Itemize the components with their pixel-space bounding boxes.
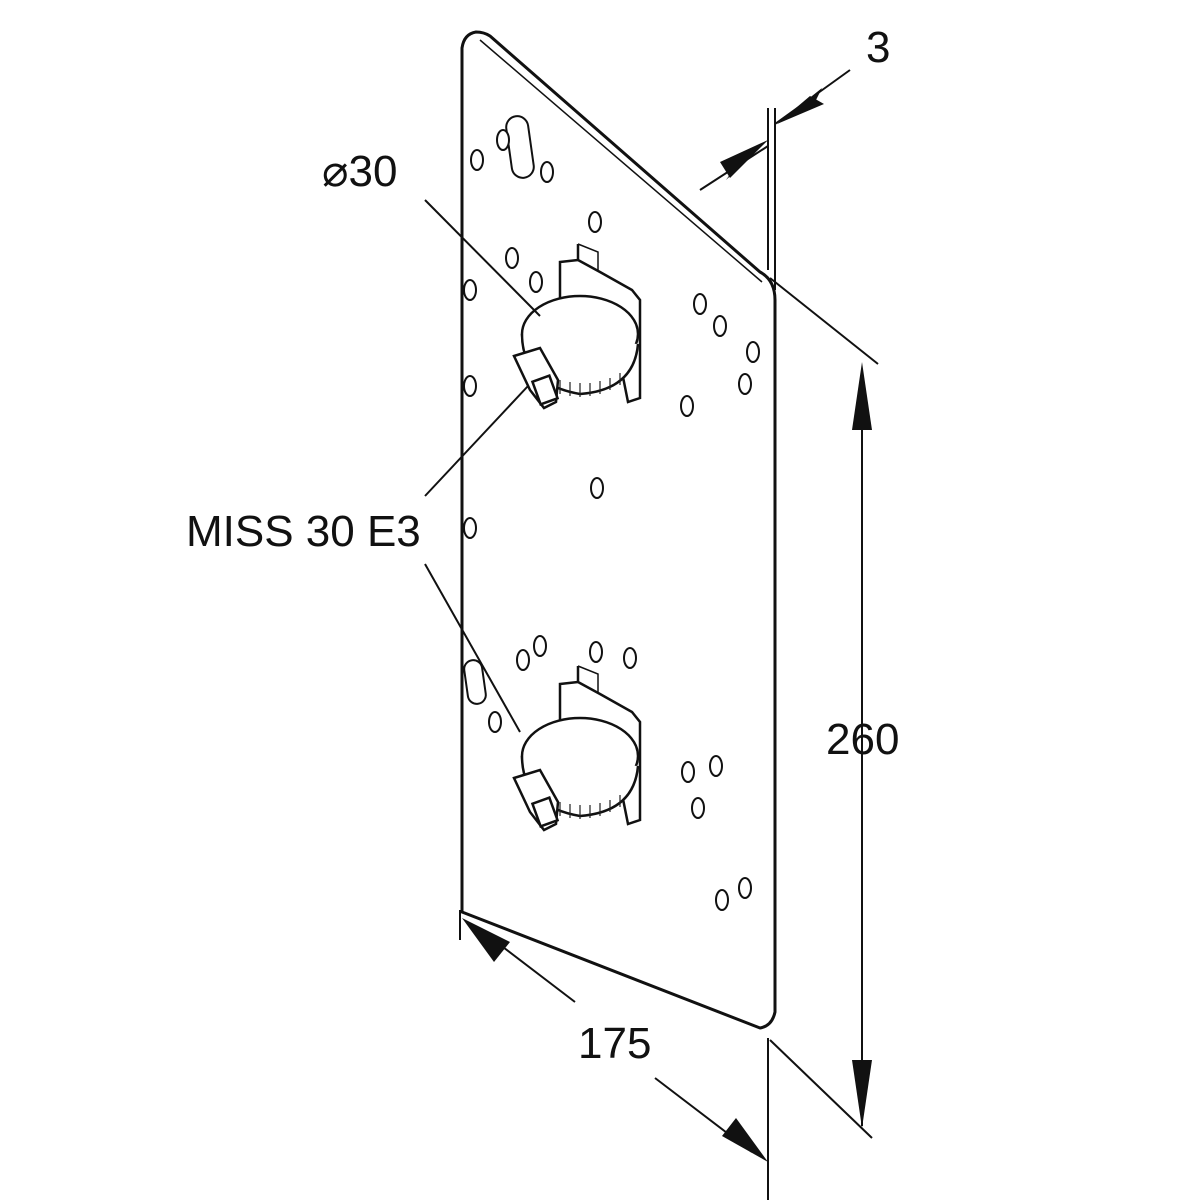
height-label: 260 (826, 715, 899, 764)
upper-pipe-clamp (512, 243, 642, 410)
leader-lines (424, 199, 541, 733)
lower-band-ticks (559, 795, 621, 819)
diameter-label: ⌀30 (322, 147, 397, 196)
thickness-label: 3 (866, 23, 890, 72)
height-dimension (769, 277, 879, 1139)
plate-holes (463, 115, 760, 911)
thickness-dimension (699, 69, 851, 290)
upper-band-ticks (559, 373, 621, 397)
width-label: 175 (578, 1019, 651, 1068)
lower-pipe-clamp (512, 665, 642, 832)
mounting-plate (460, 30, 777, 1030)
width-dimension (459, 910, 769, 1200)
part-number-label: MISS 30 E3 (186, 507, 421, 556)
